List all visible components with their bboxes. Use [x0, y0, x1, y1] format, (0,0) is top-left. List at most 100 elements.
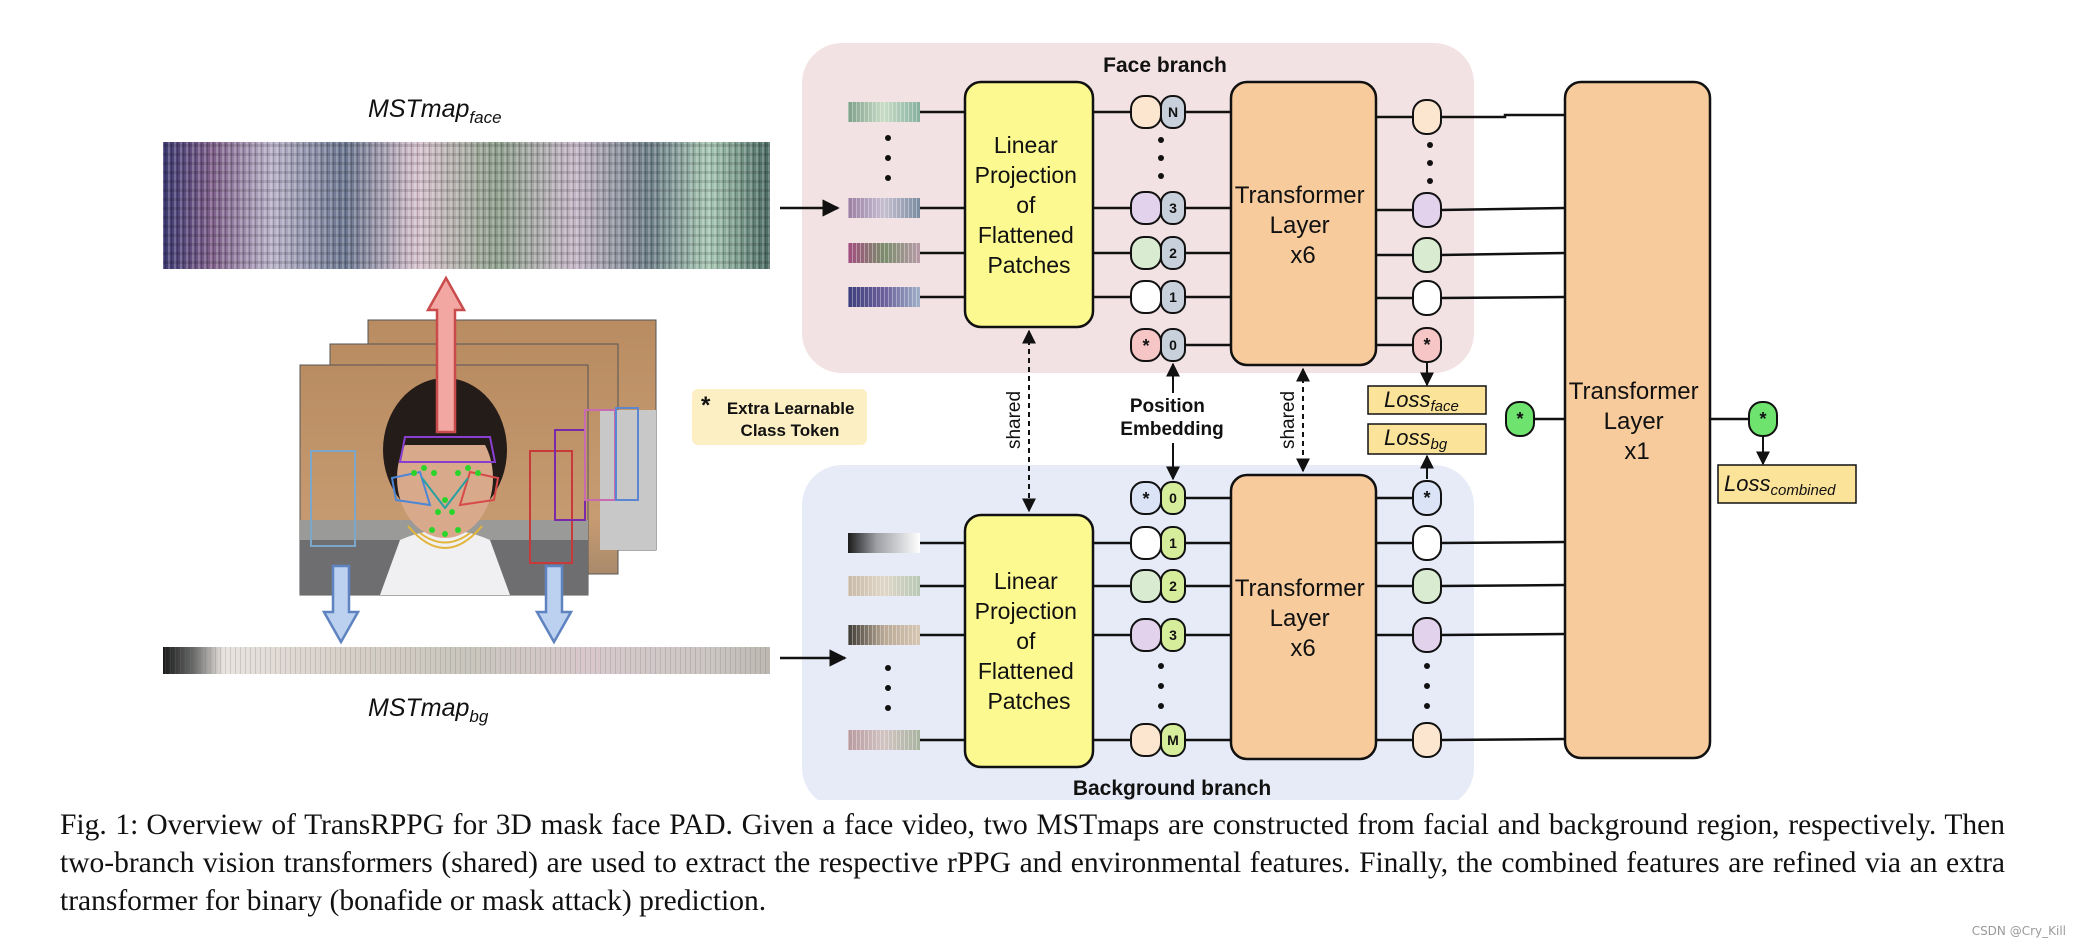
- linear-line: Projection: [975, 598, 1077, 624]
- face-output-class-star: *: [1423, 335, 1430, 355]
- face-linear-projection: Linear Projection of Flattened Patches: [963, 80, 1095, 329]
- transformer-x6-line: x6: [1290, 635, 1315, 662]
- face-transformer-x6: Transformer Layer x6: [1229, 80, 1378, 367]
- linear-line: Patches: [987, 688, 1070, 714]
- mstmap-face-image: [163, 142, 770, 269]
- class-token-note-star: *: [701, 392, 711, 419]
- face-output-ellipsis: [1427, 142, 1433, 184]
- caption-text: Overview of TransRPPG for 3D mask face P…: [60, 809, 2005, 917]
- svg-text:Transformer Layer: Transformer Layer x6: [1235, 575, 1371, 662]
- loss-face-box: Lossface: [1367, 385, 1487, 415]
- mstmap-bg-image: [163, 647, 770, 674]
- linear-line: Projection: [975, 162, 1077, 188]
- linear-line: Flattened: [978, 658, 1074, 684]
- mstmap-face-label-sub: face: [469, 108, 501, 127]
- face-patches: [848, 102, 920, 307]
- face-video-frames: [299, 319, 657, 596]
- bg-linear-projection: Linear Projection of Flattened Patches: [963, 513, 1095, 769]
- bg-token-index: 0: [1169, 490, 1177, 506]
- figure-caption: Fig. 1:Overview of TransRPPG for 3D mask…: [60, 806, 2005, 920]
- svg-text:Losscombined: Losscombined: [1724, 471, 1836, 499]
- bg-output-class-star: *: [1423, 488, 1430, 508]
- shared-label-linear: shared: [1004, 391, 1025, 449]
- loss-face-sub: face: [1430, 398, 1458, 415]
- bg-token-index: M: [1167, 732, 1179, 748]
- face-token-index: 2: [1169, 245, 1177, 261]
- transformer-x6-line: Transformer: [1235, 182, 1365, 209]
- watermark: CSDN @Cry_Kill: [1971, 924, 2066, 938]
- bg-class-token-star: *: [1142, 489, 1149, 509]
- output-class-token: *: [1748, 401, 1778, 437]
- face-extract-arrow: [425, 275, 467, 434]
- transformer-x1-line: Transformer: [1569, 378, 1699, 405]
- class-token-note: * Extra Learnable Class Token: [692, 389, 867, 445]
- loss-combined-box: Losscombined: [1717, 464, 1857, 504]
- linear-line: Flattened: [978, 222, 1074, 248]
- svg-text:Lossbg: Lossbg: [1384, 425, 1448, 453]
- face-branch-title: Face branch: [1103, 54, 1227, 77]
- face-landmarks: [390, 436, 500, 549]
- concat-class-token-star: *: [1516, 409, 1523, 429]
- svg-text:Transformer Layer: Transformer Layer x1: [1569, 378, 1705, 465]
- bg-extract-arrow-right: [534, 564, 574, 645]
- mstmap-bg-label-sub: bg: [469, 707, 488, 726]
- face-output-tokens: [1412, 99, 1442, 363]
- class-token-note-line: Extra Learnable: [727, 399, 855, 418]
- face-token-index: N: [1168, 104, 1178, 120]
- bg-token-ellipsis: [1158, 663, 1164, 709]
- position-embedding-label: Position Embedding: [1120, 396, 1223, 440]
- loss-combined-base: Loss: [1724, 471, 1770, 496]
- bg-transformer-x6: Transformer Layer x6: [1229, 473, 1378, 761]
- transformer-x6-line: Layer: [1270, 212, 1330, 239]
- svg-text:Linear Projection: Linear Projection of Flattened Patches: [975, 132, 1084, 278]
- linear-line: Linear: [994, 568, 1058, 594]
- loss-bg-box: Lossbg: [1367, 423, 1487, 455]
- svg-text:Extra Learnable Class To: Extra Learnable Class Token: [727, 399, 859, 440]
- linear-line: of: [1016, 628, 1036, 654]
- class-token-note-line: Class Token: [741, 421, 840, 440]
- background-branch-title: Background branch: [1073, 777, 1271, 800]
- face-token-index: 3: [1169, 200, 1177, 216]
- svg-text:Transformer Layer: Transformer Layer x6: [1235, 182, 1371, 269]
- output-class-token-star: *: [1759, 409, 1766, 429]
- loss-combined-sub: combined: [1770, 482, 1836, 499]
- right-bg-roi: [529, 450, 573, 564]
- left-bg-roi: [310, 450, 356, 547]
- mstmap-face-label: MSTmapface: [368, 95, 502, 127]
- face-token-index: 1: [1169, 289, 1177, 305]
- face-token-index: 0: [1169, 337, 1177, 353]
- bg-token-index: 3: [1169, 627, 1177, 643]
- face-tokens: [1130, 95, 1186, 362]
- transformer-x6-line: Transformer: [1235, 575, 1365, 602]
- bg-extract-arrow-left: [321, 564, 361, 645]
- bg-token-index: 1: [1169, 535, 1177, 551]
- position-embedding-line: Position: [1130, 396, 1205, 417]
- position-embedding-line: Embedding: [1120, 419, 1223, 440]
- bg-tokens: [1130, 481, 1186, 757]
- svg-text:Linear Projection: Linear Projection of Flattened Patches: [975, 568, 1084, 714]
- transformer-x1-line: x1: [1624, 438, 1649, 465]
- bg-output-tokens: [1412, 480, 1442, 758]
- face-token-ellipsis: [1158, 137, 1164, 179]
- transformer-x6-line: Layer: [1270, 605, 1330, 632]
- linear-line: Linear: [994, 132, 1058, 158]
- linear-line: of: [1016, 192, 1036, 218]
- loss-bg-base: Loss: [1384, 425, 1430, 450]
- svg-text:Lossface: Lossface: [1384, 387, 1459, 415]
- bg-patches: [848, 533, 920, 750]
- architecture-diagram: Face branch Background branch MSTmapface…: [163, 43, 1857, 800]
- bg-output-ellipsis: [1424, 663, 1430, 709]
- concat-class-token: *: [1505, 401, 1535, 437]
- loss-face-base: Loss: [1384, 387, 1430, 412]
- mstmap-bg-label-base: MSTmap: [368, 694, 470, 722]
- loss-bg-sub: bg: [1430, 436, 1447, 453]
- transformer-x6-line: x6: [1290, 242, 1315, 269]
- bg-token-index: 2: [1169, 578, 1177, 594]
- transformer-x1-line: Layer: [1604, 408, 1664, 435]
- mstmap-face-label-base: MSTmap: [368, 95, 470, 123]
- caption-label: Fig. 1:: [60, 809, 139, 841]
- face-patch-ellipsis: [885, 135, 891, 181]
- bg-patch: [848, 533, 920, 553]
- bg-patch-ellipsis: [885, 665, 891, 711]
- mstmap-bg-label: MSTmapbg: [368, 694, 489, 726]
